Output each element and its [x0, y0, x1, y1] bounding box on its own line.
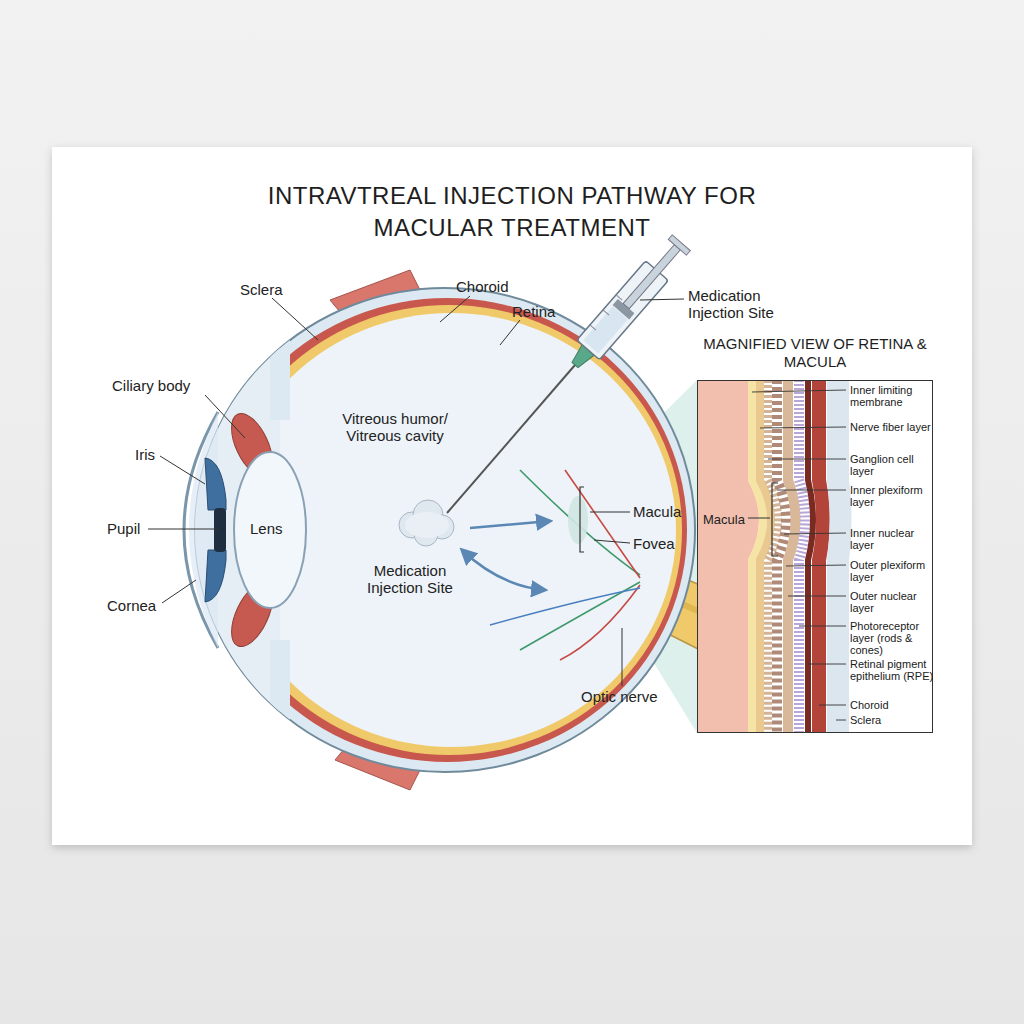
leader-line: [590, 512, 630, 513]
part-label: Vitreous humor/ Vitreous cavity: [320, 410, 470, 444]
macula-spot: [568, 496, 588, 544]
part-label: Ciliary body: [112, 377, 222, 394]
layer-label: Sclera: [850, 714, 940, 726]
leader-line: [622, 628, 623, 686]
pupil: [214, 508, 226, 552]
layer-label: Outer nuclear layer: [850, 590, 940, 614]
vessel: [490, 588, 640, 625]
choroid-band: [819, 380, 823, 733]
layer-label: Inner limiting membrane: [850, 384, 940, 408]
part-label: Retina: [512, 303, 592, 320]
part-label: Cornea: [107, 597, 187, 614]
cornea: [184, 412, 218, 648]
sclera-band: [838, 380, 841, 733]
layer-label: Retinal pigment epithelium (RPE): [850, 658, 942, 682]
diffusion-arrow: [462, 550, 545, 590]
part-label: Medication Injection Site: [688, 287, 798, 321]
iris: [205, 458, 226, 510]
layer-label: Nerve fiber layer: [850, 421, 940, 433]
leader-line: [162, 580, 196, 603]
tick: [616, 295, 622, 300]
leader-line: [788, 596, 846, 597]
sclera: [195, 288, 695, 772]
needle: [447, 365, 575, 513]
tick: [603, 310, 609, 315]
layer-label: Outer plexiform layer: [850, 559, 940, 583]
leader-line: [594, 540, 630, 543]
leader-line: [272, 298, 318, 340]
part-label: Pupil: [107, 520, 167, 537]
macula-bracket: [772, 483, 778, 556]
leader-line: [819, 705, 846, 706]
tick: [590, 325, 596, 330]
leader-line: [500, 320, 520, 345]
macula-bracket: [580, 487, 584, 552]
leader-line: [836, 720, 846, 721]
leader-line: [148, 529, 218, 530]
box-heading: MAGNIFIED VIEW OF RETINA & MACULA: [698, 335, 932, 371]
leader-line: [777, 490, 846, 491]
layer-label: Photoreceptor layer (rods & cones): [850, 620, 940, 656]
part-label: Optic nerve: [581, 688, 691, 705]
part-label: Medication Injection Site: [345, 562, 475, 596]
diagram-title: INTRAVTREAL INJECTION PATHWAY FOR MACULA…: [252, 180, 772, 244]
leader-line: [760, 427, 846, 428]
diffusion-arrow: [470, 521, 550, 528]
layer-label: Inner nuclear layer: [850, 527, 940, 551]
syringe: [564, 233, 693, 375]
part-label: Choroid: [456, 278, 536, 295]
part-label: Macula: [703, 511, 763, 528]
part-label: Fovea: [633, 535, 703, 552]
leader-line: [440, 296, 470, 322]
leader-line: [799, 626, 846, 627]
part-label: Sclera: [240, 281, 320, 298]
leader-line: [768, 459, 846, 460]
cornea-fill: [189, 412, 218, 648]
part-label: Lens: [250, 520, 310, 537]
medication-cloud: [399, 500, 454, 546]
photoreceptor-band: [799, 380, 805, 733]
layer-leaders: [752, 390, 846, 720]
leader-line: [786, 565, 846, 566]
leader-line: [784, 533, 846, 534]
leader-line: [160, 456, 205, 484]
sclera-front: [270, 640, 290, 760]
layer-label: Choroid: [850, 699, 940, 711]
card: [52, 147, 972, 845]
layer-label: Ganglion cell layer: [850, 453, 940, 477]
part-label: Iris: [135, 446, 195, 463]
part-label: Macula: [633, 503, 703, 520]
cloud-core: [405, 512, 449, 538]
syringe-fluid: [583, 306, 628, 353]
vessel: [565, 470, 640, 578]
leader-line: [808, 664, 846, 665]
leader-line: [752, 390, 846, 392]
leader-line: [748, 518, 770, 519]
plunger-cap: [668, 235, 690, 255]
leader-line: [205, 395, 245, 438]
vitreous: [226, 313, 676, 747]
layer-label: Inner plexiform layer: [850, 484, 940, 508]
iris: [205, 550, 226, 602]
leader-line: [640, 299, 684, 300]
sclera-front: [270, 300, 290, 420]
